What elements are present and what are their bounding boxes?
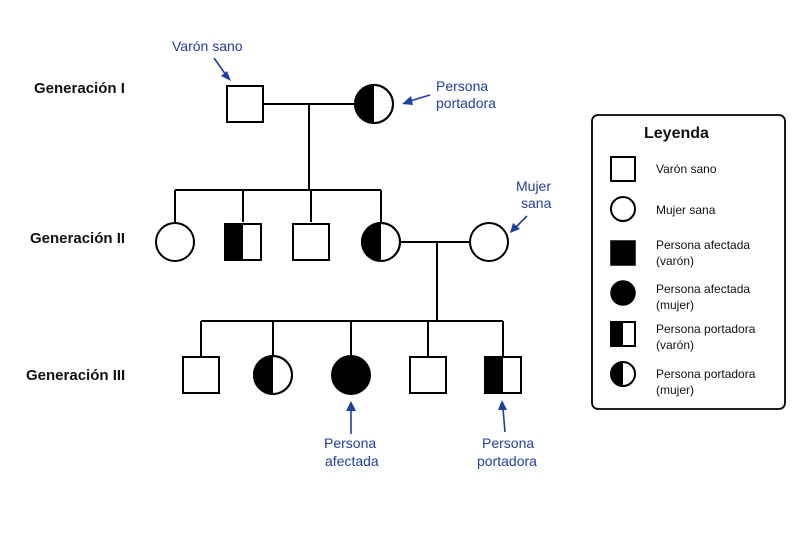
legend-box	[591, 114, 786, 410]
annotation-mujer-line1: Mujer	[516, 178, 551, 194]
gen3-carrier-male	[484, 356, 522, 394]
legend-item-label: Persona portadora	[656, 367, 756, 381]
arrowhead	[498, 400, 507, 410]
generation-3-label: Generación III	[26, 367, 125, 384]
legend-item-label: (mujer)	[656, 298, 694, 312]
gen3-healthy-male	[409, 356, 447, 394]
gen2-healthy-female-spouse	[469, 222, 509, 262]
gen2-carrier-male	[224, 223, 262, 261]
legend-symbol-healthy-female	[610, 196, 636, 222]
gen1-carrier-female	[354, 84, 394, 124]
legend-title: Leyenda	[644, 125, 709, 142]
annotation-afectada-line2: afectada	[325, 453, 379, 469]
legend-item-label: Varón sano	[656, 162, 717, 176]
gen2-carrier-female	[361, 222, 401, 262]
legend-item-label: (varón)	[656, 338, 694, 352]
legend-symbol-healthy-male	[610, 156, 636, 182]
arrowhead	[510, 223, 520, 233]
arrowhead	[221, 71, 231, 81]
annotation-afectada-line1: Persona	[324, 435, 376, 451]
legend-symbol-carrier-female	[610, 361, 636, 387]
annotation-portadora-gen3-line2: portadora	[477, 453, 537, 469]
arrow	[515, 215, 528, 228]
annotation-portadora-gen3-line1: Persona	[482, 435, 534, 451]
gen3-carrier-female	[253, 355, 293, 395]
arrow	[213, 57, 227, 76]
gen3-healthy-male	[182, 356, 220, 394]
arrowhead	[346, 401, 356, 411]
gen3-affected-female	[331, 355, 371, 395]
annotation-mujer-line2: sana	[521, 195, 552, 211]
legend-symbol-affected-male	[610, 240, 636, 266]
legend-item-label: Mujer sana	[656, 203, 716, 217]
legend-symbol-carrier-male	[610, 321, 636, 347]
generation-2-label: Generación II	[30, 230, 125, 247]
arrowhead	[402, 96, 413, 105]
legend-item-label: (varón)	[656, 254, 694, 268]
annotation-portadora-line2: portadora	[436, 95, 496, 111]
gen2-healthy-female	[155, 222, 195, 262]
legend-item-label: (mujer)	[656, 383, 694, 397]
legend-symbol-affected-female	[610, 280, 636, 306]
arrow	[409, 94, 431, 102]
generation-1-label: Generación I	[34, 80, 125, 97]
gen1-healthy-male	[226, 85, 264, 123]
legend-item-label: Persona portadora	[656, 322, 756, 336]
gen2-healthy-male	[292, 223, 330, 261]
legend-item-label: Persona afectada	[656, 238, 750, 252]
legend: Leyenda Varón sano Mujer sana Persona af…	[591, 114, 786, 410]
arrow	[502, 408, 506, 433]
legend-item-label: Persona afectada	[656, 282, 750, 296]
annotation-varon-sano: Varón sano	[172, 38, 243, 54]
annotation-portadora-line1: Persona	[436, 78, 488, 94]
